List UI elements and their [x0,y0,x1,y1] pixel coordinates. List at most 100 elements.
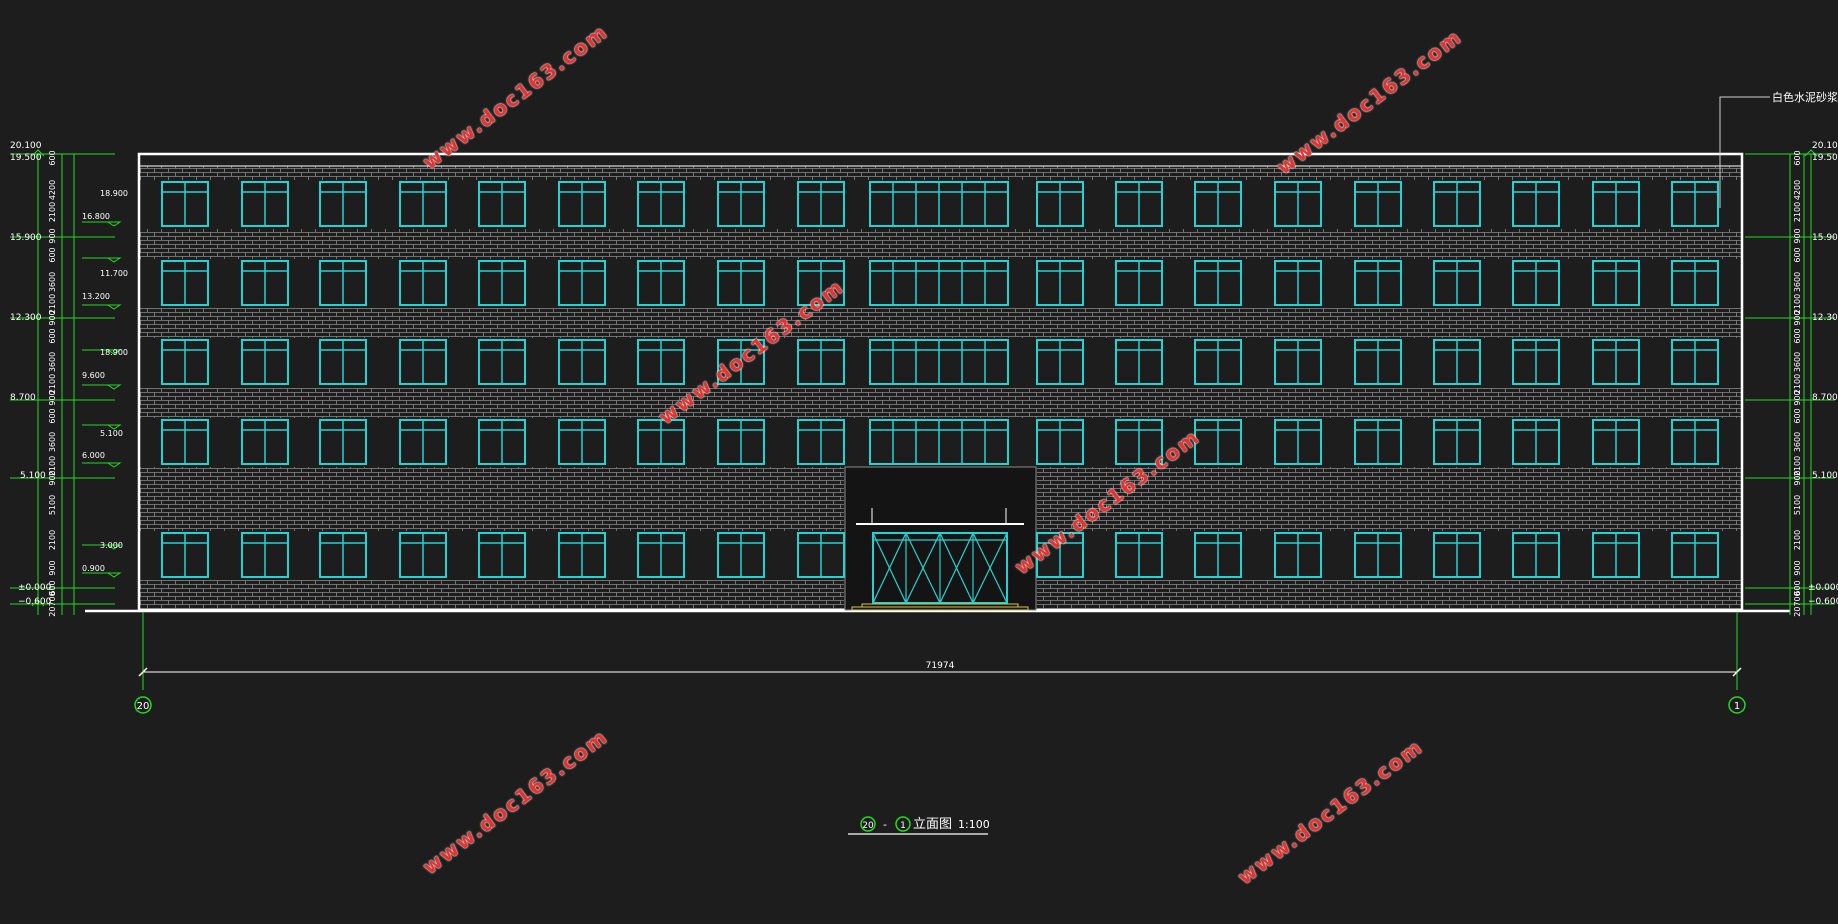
window-mullion [1434,420,1480,464]
window-mullion [1355,340,1401,384]
title-axis-from: 20 [862,821,874,831]
window-mullion [718,420,764,464]
window-mullion [1513,340,1559,384]
right-elev-0: 20.100 [1812,141,1838,151]
vertical-dim-label: 600 [48,150,57,165]
vertical-dim-label: 600 [1793,150,1802,165]
window-mullion [242,533,288,577]
drawing-title: 20 - 1 立面图 1:100 [848,816,990,835]
window-mullion [242,261,288,305]
window-mullion [1672,533,1718,577]
right-elev-ticks [1745,149,1835,605]
vertical-dim-label: 600 [1793,408,1802,423]
vertical-dim-label: 4200 [48,180,57,200]
left-vertical-dims: 6004200210090060036002100900600360021009… [48,150,57,616]
brick-band-4 [139,229,1742,259]
title-axis-bubble-from [860,816,876,832]
vertical-dim-label: 900 [1793,470,1802,485]
left-elev-1: 19.500 [10,153,42,163]
window-mullion [1195,420,1241,464]
vertical-dim-label: 5100 [48,495,57,515]
vertical-dim-label: 900 [1793,228,1802,243]
window-mullion [1195,533,1241,577]
window-mullion [1195,182,1241,226]
window-mullion [638,340,684,384]
brick-band-base-left [139,580,844,609]
window-mullion [718,533,764,577]
window-mullion [798,182,844,226]
vertical-dim-label: 20700 [1793,591,1802,616]
title-axis-bubble-to [895,816,911,832]
title-axis-to: 1 [900,821,906,831]
window-mullion [479,182,525,226]
stair-window-mullion [870,420,1008,464]
window-mullion [1513,182,1559,226]
window-mullion [559,420,605,464]
vertical-dim-label: 600 [1793,580,1802,595]
vertical-dim-label: 600 [48,328,57,343]
right-elev-7: −0.600 [1808,597,1838,607]
window-mullion [242,340,288,384]
window-mullion [1037,261,1083,305]
vertical-dim-label: 2100 [48,294,57,314]
inner-elev-0: 18.900 [100,189,128,198]
left-elev-7: −0.600 [18,597,52,607]
window-mullion [718,182,764,226]
left-elev-ticks [10,149,115,607]
vertical-dim-label: 20700 [48,591,57,616]
vertical-dim-label: 600 [48,580,57,595]
vertical-dim-label: 900 [48,228,57,243]
vertical-dim-label: 3600 [1793,432,1802,452]
vertical-dim-label: 3600 [1793,352,1802,372]
inner-elev-7: 6.000 [82,451,105,460]
window-mullion [400,261,446,305]
vertical-dim-label: 2100 [1793,456,1802,476]
window-mullion [320,533,366,577]
left-elev-6: ±0.000 [18,583,52,593]
window-mullion [1275,533,1321,577]
vertical-dim-label: 600 [48,247,57,262]
overall-dimension: 71974 20 1 [134,612,1746,714]
vertical-dim-label: 2100 [1793,374,1802,394]
door-panels [872,532,1008,604]
window-mullion [162,182,208,226]
window-mullion [400,340,446,384]
window-mullion [479,420,525,464]
window-mullion [559,261,605,305]
window-mullion [400,533,446,577]
material-note: 白色水泥砂浆 [1719,90,1838,208]
window-mullion [638,533,684,577]
inner-elev-1: 16.800 [82,212,110,221]
window-mullion [1672,182,1718,226]
vertical-dim-label: 5100 [1793,495,1802,515]
inner-elev-5: 9.600 [82,371,105,380]
window-mullion [1275,182,1321,226]
window-mullion [242,420,288,464]
note-text: 白色水泥砂浆 [1772,90,1838,104]
overall-dimension-value: 71974 [926,661,955,671]
axis-bubble-left [134,696,152,714]
right-dimension-column: 20.100 19.500 15.900 12.300 8.700 5.100 … [1745,141,1838,617]
vertical-dim-label: 900 [1793,310,1802,325]
window-mullion [1434,261,1480,305]
vertical-dim-label: 2100 [1793,202,1802,222]
window-mullion [638,420,684,464]
left-dimension-column: 20.100 19.500 15.900 12.300 8.700 5.100 … [10,141,128,617]
title-scale: 1:100 [958,818,990,831]
inner-elev-8: 3.000 [100,541,123,550]
window-mullion [559,340,605,384]
window-mullion [1513,533,1559,577]
window-mullion [1355,420,1401,464]
brick-band-3 [139,308,1742,338]
vertical-dim-label: 2100 [48,374,57,394]
axis-bubble-right [1728,696,1746,714]
window-mullion [1195,340,1241,384]
window-mullion [1593,340,1639,384]
brick-bands [139,166,1742,609]
window-mullion [162,533,208,577]
window-mullion [1275,261,1321,305]
window-mullion [479,340,525,384]
window-mullion [718,261,764,305]
window-mullion [479,533,525,577]
